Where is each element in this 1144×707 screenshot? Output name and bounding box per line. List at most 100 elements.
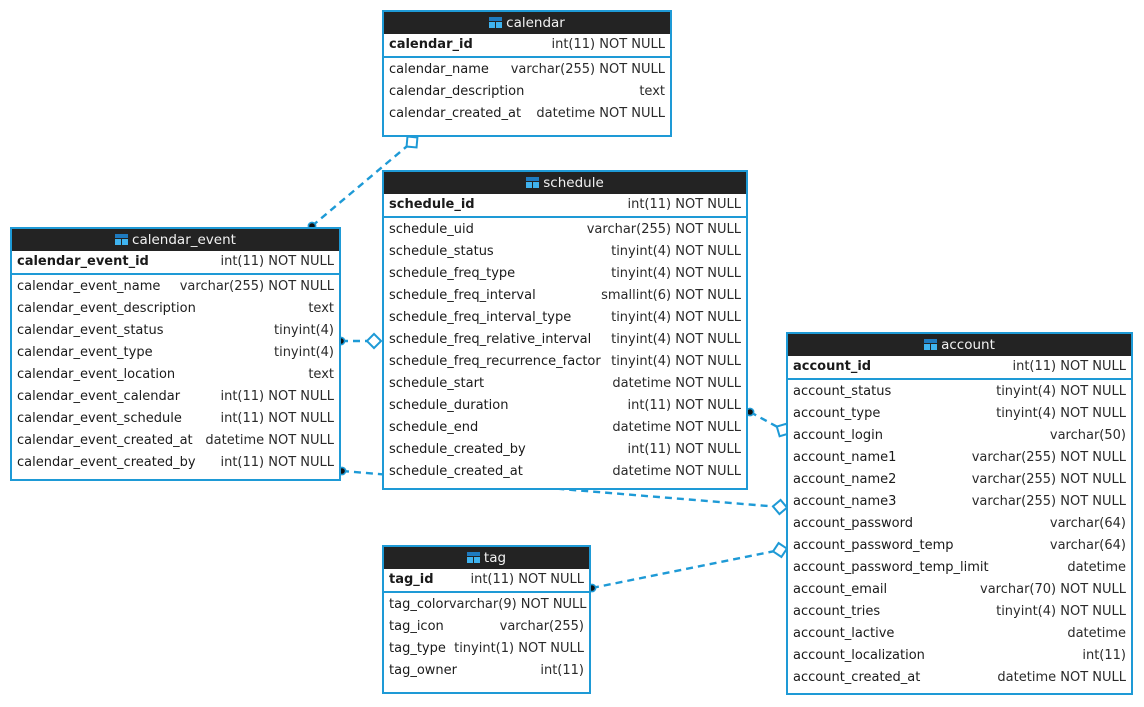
entity-header-calendar_event[interactable]: calendar_event [12, 229, 339, 251]
field-type: int(11) NOT NULL [470, 572, 584, 587]
attribute-row[interactable]: schedule_duration int(11) NOT NULL [384, 395, 746, 417]
field-name: schedule_created_at [389, 464, 523, 479]
field-type: tinyint(4) NOT NULL [611, 244, 741, 259]
field-name: schedule_freq_interval_type [389, 310, 572, 325]
field-type: datetime [1067, 626, 1126, 641]
field-name: account_password_temp_limit [793, 560, 989, 575]
field-name: schedule_start [389, 376, 485, 391]
entity-title: tag [483, 550, 507, 566]
entity-header-schedule[interactable]: schedule [384, 172, 746, 194]
field-name: account_localization [793, 648, 925, 663]
entity-title: calendar_event [132, 232, 236, 248]
field-type: datetime NOT NULL [997, 670, 1126, 685]
relationship-tag-to-account [587, 541, 789, 593]
primary-key-row[interactable]: tag_id int(11) NOT NULL [384, 569, 589, 593]
field-name: schedule_id [389, 197, 475, 212]
relationship-line [749, 410, 784, 432]
field-type: text [639, 84, 665, 99]
entity-header-tag[interactable]: tag [384, 547, 589, 569]
field-type: int(11) NOT NULL [1012, 359, 1126, 374]
field-name: account_name3 [793, 494, 897, 509]
attribute-row[interactable]: account_created_at datetime NOT NULL [788, 667, 1131, 689]
cardinality-diamond-icon [365, 332, 383, 350]
field-type: int(11) NOT NULL [551, 37, 665, 52]
field-type: int(11) NOT NULL [627, 398, 741, 413]
table-icon [489, 17, 503, 28]
field-type: int(11) NOT NULL [220, 254, 334, 269]
field-name: tag_icon [389, 619, 444, 634]
entity-header-calendar[interactable]: calendar [384, 12, 670, 34]
attribute-row[interactable]: schedule_status tinyint(4) NOT NULL [384, 241, 746, 263]
table-icon [466, 552, 480, 563]
field-name: schedule_end [389, 420, 479, 435]
attribute-row[interactable]: schedule_created_at datetime NOT NULL [384, 461, 746, 483]
field-name: schedule_uid [389, 222, 474, 237]
relationship-schedule-to-account [745, 407, 791, 438]
field-type: int(11) NOT NULL [220, 389, 334, 404]
field-name: schedule_status [389, 244, 494, 259]
field-name: tag_owner [389, 663, 457, 678]
field-type: datetime NOT NULL [612, 464, 741, 479]
field-name: calendar_event_created_by [17, 455, 196, 470]
field-name: schedule_duration [389, 398, 509, 413]
entity-title: calendar [506, 15, 565, 31]
field-name: tag_id [389, 572, 434, 587]
entity-header-account[interactable]: account [788, 334, 1131, 356]
field-name: account_status [793, 384, 892, 399]
field-name: account_created_at [793, 670, 921, 685]
field-type: tinyint(4) NOT NULL [611, 266, 741, 281]
field-type: varchar(64) [1049, 516, 1126, 531]
field-name: calendar_event_description [17, 301, 196, 316]
